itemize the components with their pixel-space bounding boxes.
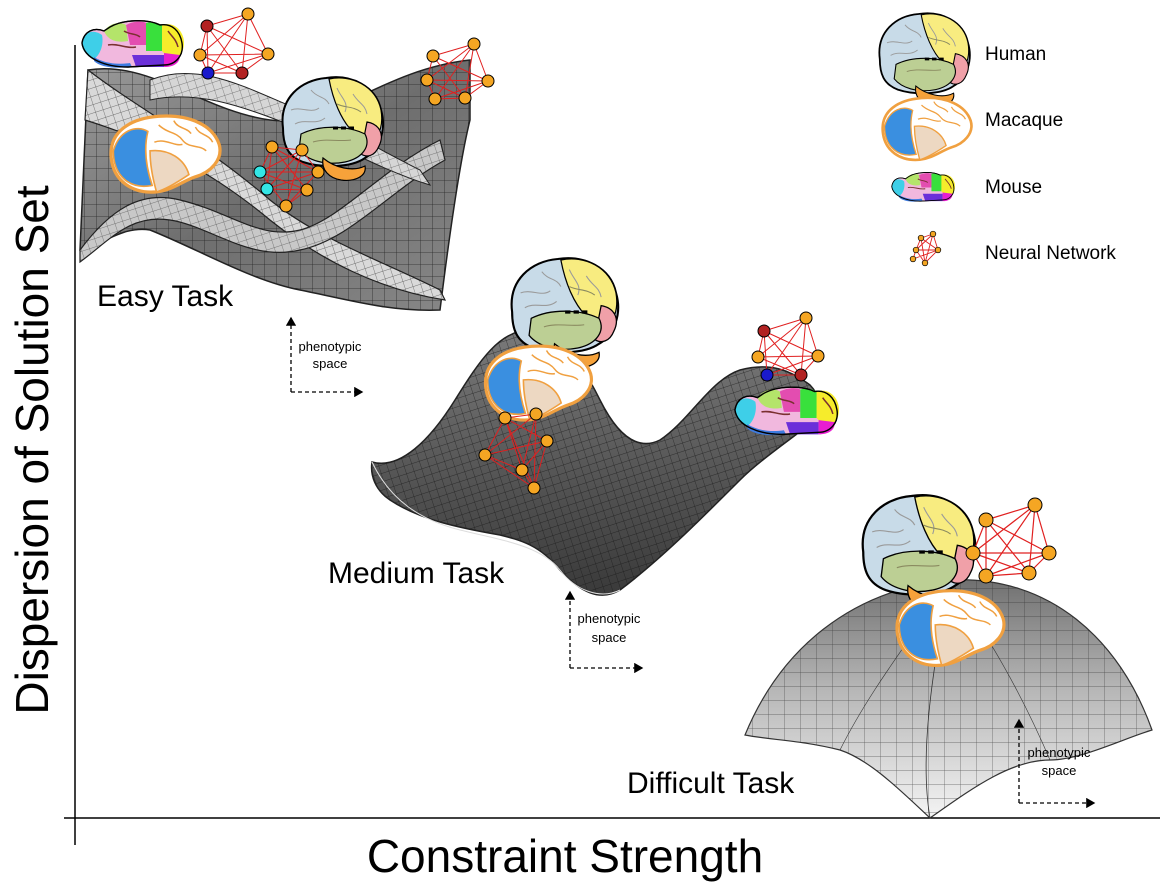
easy-mouse-brain-icon: [81, 19, 185, 69]
legend-neural-network-icon: [909, 230, 942, 267]
x-axis-title: Constraint Strength: [367, 830, 763, 882]
medium-space-label-line1: phenotypic: [578, 611, 641, 626]
easy-space-label-line2: space: [313, 356, 348, 371]
legend-label-neural-network: Neural Network: [985, 243, 1116, 264]
easy-network-3-icon: [253, 140, 325, 213]
legend-macaque-brain-icon: [881, 96, 973, 162]
difficult-phenotypic-space: phenotypic space: [1013, 718, 1096, 809]
difficult-task-label: Difficult Task: [627, 767, 795, 800]
medium-phenotypic-space: phenotypic space: [564, 590, 644, 674]
medium-task-label: Medium Task: [328, 557, 505, 590]
difficult-space-label-line2: space: [1042, 763, 1077, 778]
difficult-task-surface: [744, 579, 1153, 819]
y-axis-title: Dispersion of Solution Set: [6, 185, 58, 715]
legend-label-human: Human: [985, 44, 1046, 65]
easy-space-label-line1: phenotypic: [299, 339, 362, 354]
legend-human-brain-icon: [878, 11, 972, 108]
medium-space-label-line2: space: [592, 630, 627, 645]
difficult-network-icon: [965, 497, 1057, 584]
axes: Constraint Strength Dispersion of Soluti…: [6, 45, 1160, 882]
easy-network-1-icon: [193, 7, 275, 80]
legend-mouse-brain-icon: [891, 172, 956, 203]
medium-network-2-icon: [751, 311, 825, 382]
easy-phenotypic-space: phenotypic space: [285, 316, 364, 398]
medium-task-surface: [370, 329, 820, 596]
easy-network-2-icon: [420, 37, 495, 106]
legend: Human Macaque Mouse Neural Network: [878, 11, 1116, 267]
medium-network-1-icon: [478, 407, 554, 495]
legend-label-macaque: Macaque: [985, 110, 1063, 131]
easy-task-label: Easy Task: [97, 280, 234, 313]
legend-label-mouse: Mouse: [985, 177, 1042, 198]
difficult-space-label-line1: phenotypic: [1028, 745, 1091, 760]
